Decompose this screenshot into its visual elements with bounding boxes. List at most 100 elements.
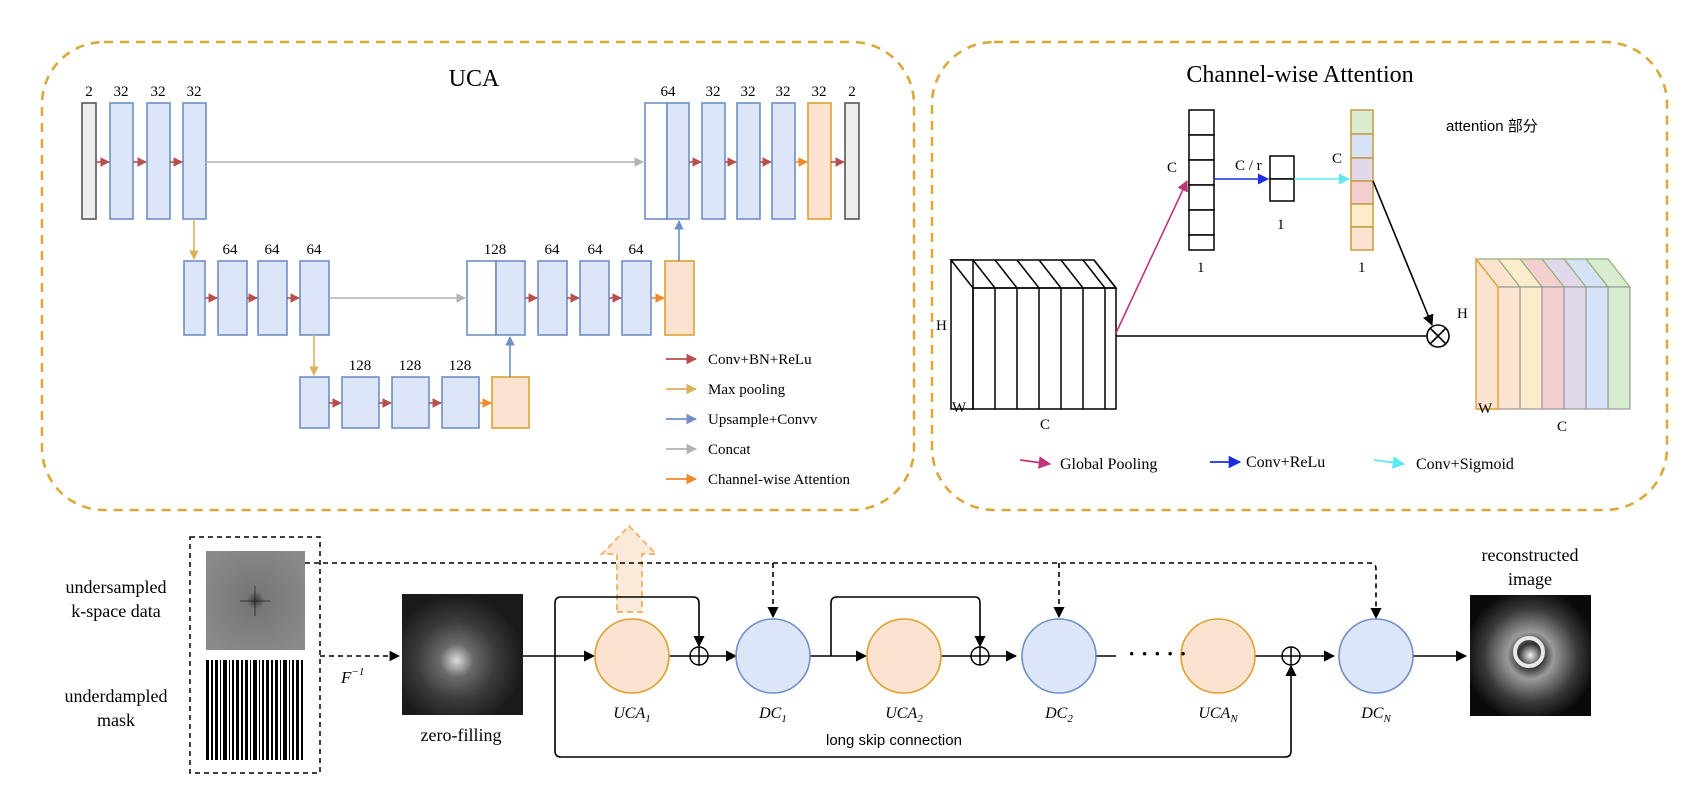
uca-enc1-label: 2	[85, 84, 93, 100]
uca-block-dec2c	[621, 260, 652, 336]
uca-frame	[40, 40, 916, 512]
label-sub: 1	[645, 713, 651, 725]
attention-cell	[1350, 109, 1374, 135]
uca-expand-arrow	[599, 524, 659, 613]
uca-dec1-labels: 64 32 32 32 32 2	[661, 84, 856, 100]
attention-cell	[1350, 157, 1374, 182]
uca-dec2-label: 64	[629, 242, 645, 258]
cwa-pooled-c-label: C	[1167, 160, 1177, 176]
uca-block-dec2-concat-blue	[495, 260, 526, 336]
output-slice-face	[1607, 286, 1631, 410]
legend-upsample: Upsample+Convv	[708, 412, 818, 428]
uca-dec2-label: 64	[588, 242, 604, 258]
uca-enc2-labels: 64 64 64	[223, 242, 323, 258]
label-base: UCA	[1198, 705, 1230, 722]
output-slice-face	[1519, 286, 1543, 410]
uca-node-1	[594, 618, 670, 694]
uca-block-dec1a	[701, 102, 726, 220]
uca-enc2-label: 64	[265, 242, 281, 258]
cwa-input-c-label: C	[1040, 417, 1050, 433]
uca-block-enc1a	[109, 102, 134, 220]
uca-block-bottom-attention	[491, 376, 530, 429]
label-base: DC	[1044, 705, 1068, 722]
uca-pool-arrows	[189, 219, 319, 376]
legend-channel-attention: Channel-wise Attention	[708, 472, 851, 488]
uca-node-2-label: UCA2	[885, 705, 923, 725]
output-label-2: image	[1508, 569, 1552, 589]
cwa-reduced-cr-label: C / r	[1235, 158, 1262, 174]
uca-block-dec2-concat-white	[466, 260, 497, 336]
uca-block-dec1-concat-blue	[666, 102, 690, 220]
legend-conv-bn-relu: Conv+BN+ReLu	[708, 352, 812, 368]
uca-bottom-labels: 128 128 128	[349, 358, 472, 374]
uca-legend: Conv+BN+ReLu Max pooling Upsample+Convv …	[666, 352, 851, 488]
attention-cell	[1350, 203, 1374, 228]
cwa-output-w-label: W	[1478, 401, 1493, 417]
cwa-title: Channel-wise Attention	[1186, 62, 1413, 88]
output-label-1: reconstructed	[1482, 545, 1579, 565]
kspace-center-icon	[240, 586, 270, 616]
uca-block-dec1b	[736, 102, 761, 220]
cwa-attention-1-label: 1	[1358, 260, 1366, 276]
uca-block-dec1-concat-white	[644, 102, 668, 220]
reconstructed-image	[1470, 595, 1591, 716]
uca-dec2-labels: 128 64 64 64	[484, 242, 644, 258]
plus-icon	[970, 646, 990, 666]
attention-cell	[1350, 180, 1374, 205]
uca-block-enc2d	[299, 260, 330, 336]
output-slice-side	[1475, 256, 1499, 410]
uca-enc1-labels: 2 32 32 32	[85, 84, 201, 100]
uca-block-enc1b	[146, 102, 171, 220]
uca-enc1-label: 32	[151, 84, 166, 100]
legend-global-pooling: Global Pooling	[1060, 456, 1157, 473]
cwa-output-h-label: H	[1457, 306, 1468, 322]
input-label-kspace-2: k-space data	[71, 601, 160, 621]
cwa-frame	[930, 40, 1669, 512]
uca-node-2	[866, 618, 942, 694]
dc-node-2-label: DC2	[1044, 705, 1073, 725]
dc-node-1	[735, 618, 811, 694]
legend-swatch	[1373, 456, 1406, 469]
label-sub: 1	[781, 713, 787, 725]
uca-bottom-label: 128	[449, 358, 472, 374]
node-labels: UCA1 DC1 UCA2 DC2 UCAN DCN	[613, 705, 1391, 725]
output-slice-face	[1541, 286, 1565, 410]
dc-node-n	[1338, 618, 1414, 694]
uca-block-dec1-attention	[807, 102, 832, 220]
zero-filling-image	[402, 594, 523, 715]
uca-block-bottom-b	[341, 376, 380, 429]
input-label-mask-2: mask	[97, 710, 135, 730]
uca-block-dec1c	[771, 102, 796, 220]
pipeline: undersampled k-space data underdampled m…	[65, 524, 1591, 774]
cwa-global-pool-arrow	[1115, 179, 1188, 334]
uca-concat-arrows	[206, 157, 644, 303]
cwa-input-tensor	[949, 259, 1118, 410]
cwa-output-c-label: C	[1557, 419, 1567, 435]
cwa-input-h-label: H	[936, 318, 947, 334]
uca-dec1-label: 2	[848, 84, 856, 100]
uca-block-enc1c	[182, 102, 207, 220]
attention-cell	[1350, 226, 1374, 251]
multiply-icon	[1426, 324, 1450, 348]
dc-node-n-label: DCN	[1360, 705, 1391, 725]
uca-enc1-label: 32	[114, 84, 129, 100]
uca-node-1-label: UCA1	[613, 705, 651, 725]
legend-concat: Concat	[708, 442, 751, 458]
input-label-mask-1: underdampled	[65, 686, 168, 706]
uca-block-enc2a	[183, 260, 206, 336]
uca-block-bottom-d	[441, 376, 480, 429]
output-slice-face	[1585, 286, 1609, 410]
label-base: DC	[758, 705, 782, 722]
finv-base: F	[340, 668, 352, 687]
cwa-pooled-vector	[1188, 109, 1215, 251]
reconstructed-heart-icon	[1513, 636, 1545, 668]
plus-icon	[1281, 646, 1301, 666]
uca-dec1-label: 32	[741, 84, 756, 100]
uca-node-n-label: UCAN	[1198, 705, 1238, 725]
label-sub: N	[1382, 713, 1391, 725]
uca-block-dec2b	[579, 260, 610, 336]
label-base: DC	[1360, 705, 1384, 722]
zero-filling-label: zero-filling	[421, 725, 502, 745]
input-box	[189, 536, 321, 774]
